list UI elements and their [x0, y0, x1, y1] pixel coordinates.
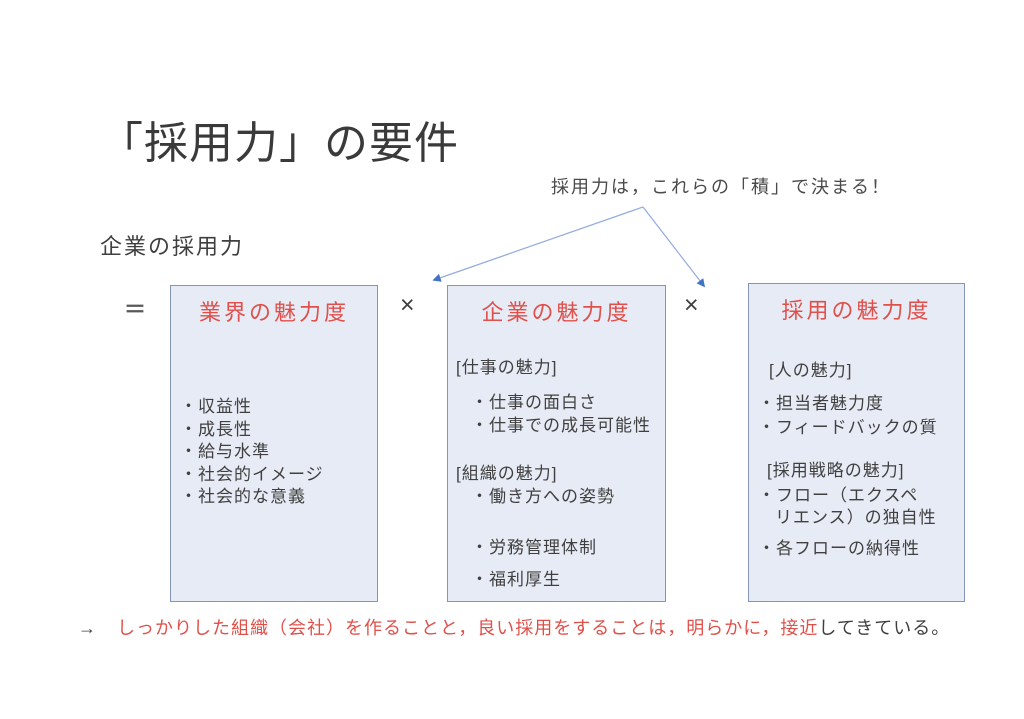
- list-item: ・フィードバックの質: [758, 418, 938, 437]
- list-item: ・仕事の面白さ: [471, 393, 597, 412]
- factor-box-industry: 業界の魅力度 ・収益性 ・成長性 ・給与水準 ・社会的イメージ ・社会的な意義: [170, 285, 378, 602]
- section-heading: [組織の魅力]: [456, 464, 558, 483]
- factor-box-company-title: 企業の魅力度: [481, 300, 632, 325]
- list-item: ・働き方への姿勢: [471, 487, 615, 506]
- slide-title: 「採用力」の要件: [99, 119, 459, 168]
- list-item: ・社会的な意義: [180, 487, 306, 506]
- list-item: ・福利厚生: [471, 570, 561, 589]
- section-heading: [仕事の魅力]: [456, 358, 558, 377]
- conclusion-arrow: →: [78, 618, 97, 638]
- section-heading: [人の魅力]: [769, 361, 853, 380]
- list-item: ・各フローの納得性: [758, 539, 920, 558]
- factor-box-recruiting-title: 採用の魅力度: [781, 298, 932, 323]
- annotation-arrow-right: [642, 206, 706, 288]
- list-item-wrap: リエンス）の独自性: [775, 508, 937, 527]
- factor-box-recruiting: 採用の魅力度 [人の魅力] ・担当者魅力度 ・フィードバックの質 [採用戦略の魅…: [748, 283, 965, 602]
- multiply-sign-1: ×: [400, 291, 415, 319]
- conclusion-line: → しっかりした組織（会社）を作ることと，良い採用をすることは，明らかに，接近して…: [78, 614, 950, 640]
- formula-subject-label: 企業の採用力: [100, 234, 245, 259]
- section-heading: [採用戦略の魅力]: [767, 461, 905, 480]
- list-item: ・社会的イメージ: [180, 465, 324, 484]
- equals-sign: ＝: [124, 297, 147, 322]
- list-item: ・仕事での成長可能性: [471, 416, 651, 435]
- list-item: ・給与水準: [180, 442, 270, 461]
- conclusion-dark-text: してきている。: [818, 618, 951, 638]
- list-item: ・フロー（エクスペ: [758, 486, 919, 505]
- multiply-sign-2: ×: [684, 291, 699, 319]
- list-item: ・担当者魅力度: [758, 394, 884, 413]
- annotation-arrow-left: [432, 206, 644, 282]
- list-item: ・成長性: [180, 420, 252, 439]
- product-annotation: 採用力は，これらの「積」で決まる！: [551, 177, 891, 197]
- factor-box-company: 企業の魅力度 [仕事の魅力] ・仕事の面白さ ・仕事での成長可能性 [組織の魅力…: [447, 285, 666, 602]
- conclusion-red-text: しっかりした組織（会社）を作ることと，良い採用をすることは，明らかに，接近: [117, 618, 819, 638]
- factor-box-industry-title: 業界の魅力度: [198, 300, 349, 325]
- list-item: ・労務管理体制: [471, 538, 597, 557]
- list-item: ・収益性: [180, 397, 252, 416]
